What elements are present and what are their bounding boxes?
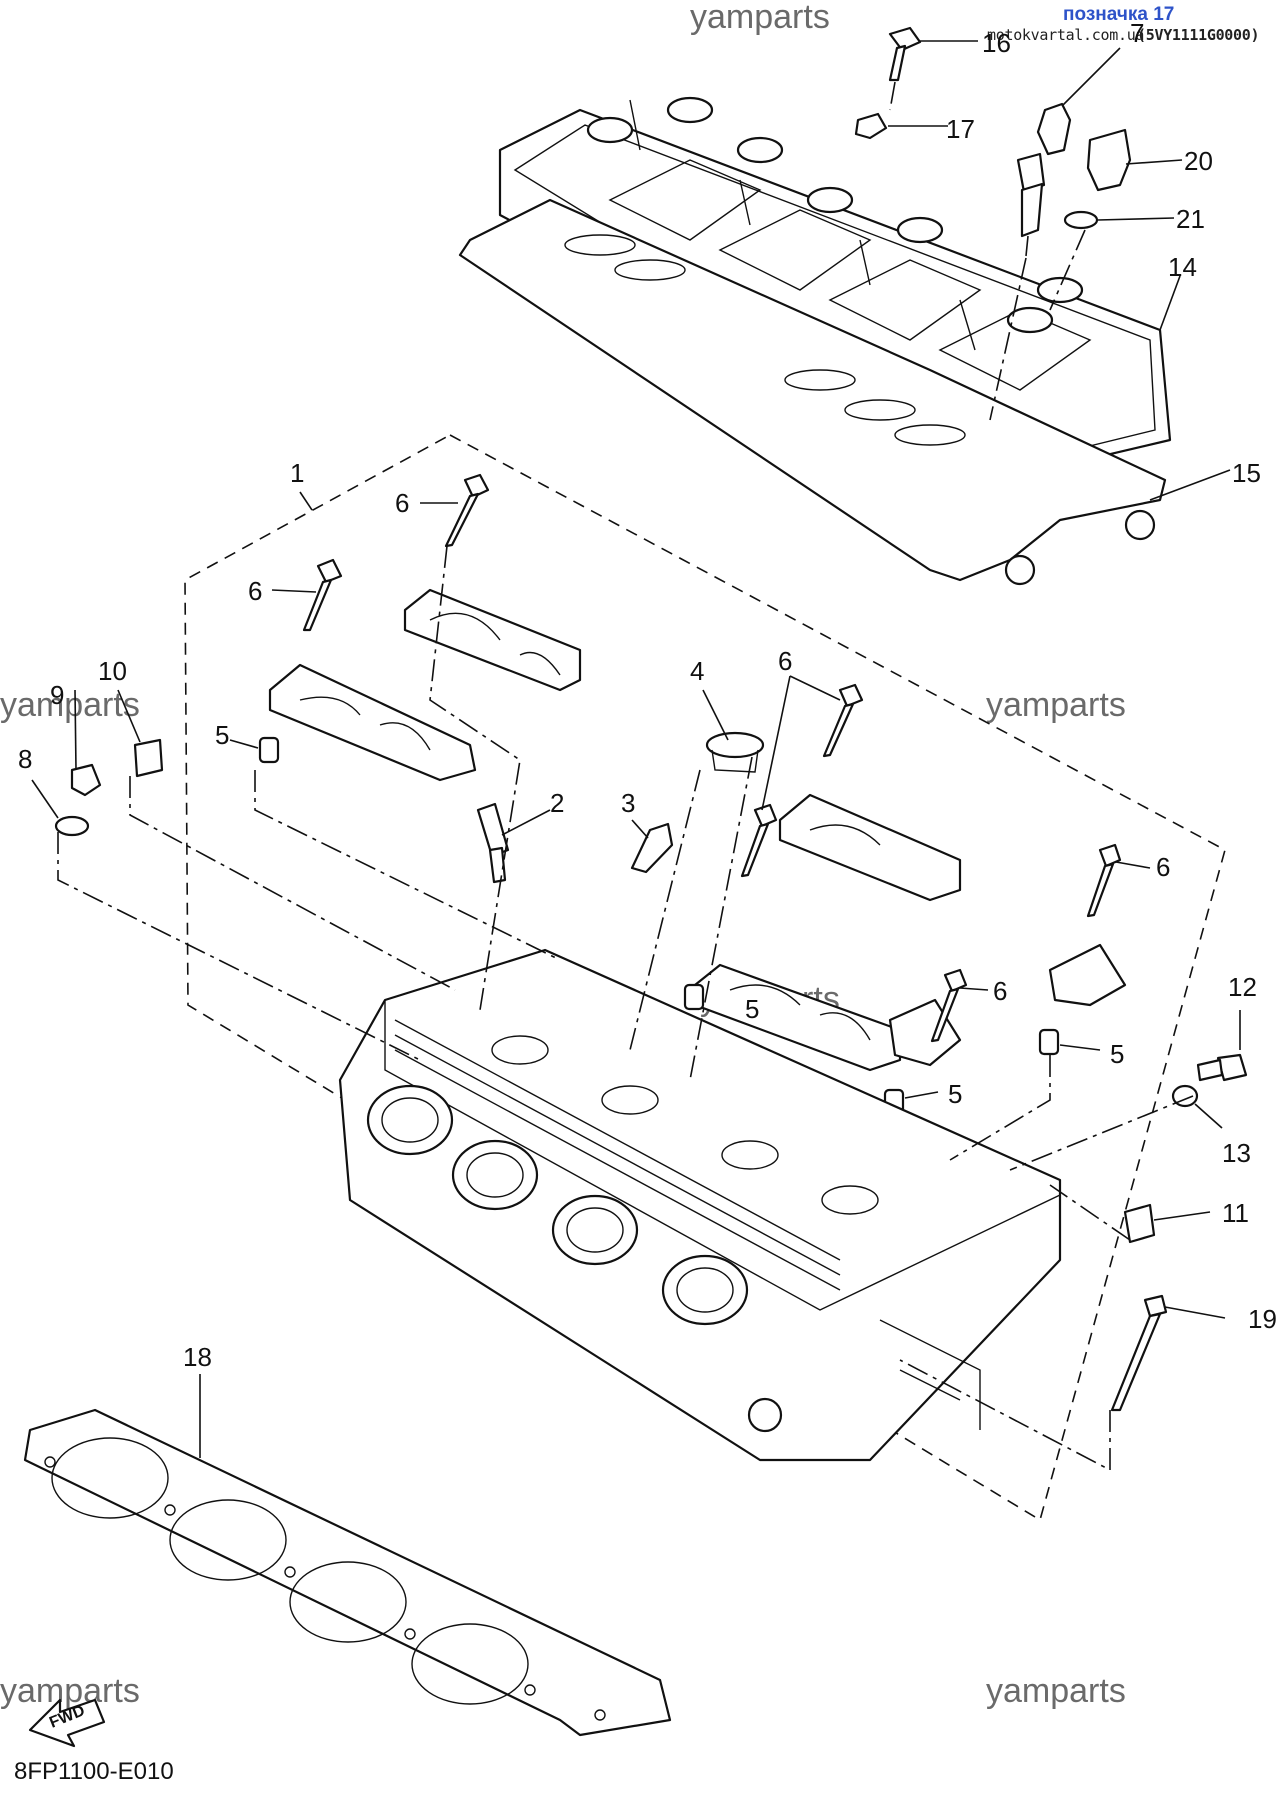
- collar-10: [133, 738, 164, 778]
- collar-11: [1123, 1203, 1156, 1244]
- grommet-17: [854, 112, 888, 140]
- callout-3: 3: [621, 788, 635, 818]
- callout-6b: 6: [248, 576, 262, 606]
- callout-1: 1: [290, 458, 304, 488]
- callout-17: 17: [946, 114, 975, 144]
- callout-labels: 1 2 3 4 5 5 5 5 6 6 6 6 6 7 8 9 10 11 12…: [18, 18, 1277, 1372]
- camshaft-cap-right-upper: [778, 793, 962, 902]
- plug-icon: [1086, 128, 1132, 192]
- source-site: motokvartal.com.ua: [987, 26, 1145, 44]
- washer-8: [54, 815, 90, 837]
- cap-small-b: [1048, 943, 1127, 1007]
- watermark-top: yamparts: [690, 0, 830, 36]
- annotation-note: позначка 17: [1063, 4, 1175, 25]
- watermark-right: yamparts: [986, 686, 1126, 724]
- callout-8: 8: [18, 744, 32, 774]
- cylinder-head: [338, 948, 1062, 1462]
- valve-guide-icon: [476, 802, 674, 884]
- bolt-icon: [302, 473, 1122, 1043]
- callout-6e: 6: [993, 976, 1007, 1006]
- diagram-code: 8FP1100-E010: [14, 1758, 174, 1785]
- callout-19: 19: [1248, 1304, 1277, 1334]
- callout-18: 18: [183, 1342, 212, 1372]
- callout-10: 10: [98, 656, 127, 686]
- o-ring-21: [1063, 210, 1099, 230]
- intake-port-2: [451, 1139, 539, 1211]
- cylinder-head-cover: [498, 96, 1172, 482]
- callout-21: 21: [1176, 204, 1205, 234]
- intake-port-1: [366, 1084, 454, 1156]
- callout-6d: 6: [1156, 852, 1170, 882]
- callout-5c: 5: [1110, 1039, 1124, 1069]
- callout-5b: 5: [745, 994, 759, 1024]
- callout-16: 16: [982, 28, 1011, 58]
- nut-9: [70, 763, 102, 797]
- bolt-16: [888, 26, 922, 82]
- part-number: (5VY1111G0000): [1137, 26, 1260, 44]
- callout-6c: 6: [778, 646, 792, 676]
- watermark-bottom-right: yamparts: [986, 1672, 1126, 1710]
- spark-plug-icon: [1016, 102, 1072, 257]
- camshaft-cap-upper-left: [403, 588, 582, 692]
- callout-15: 15: [1232, 458, 1261, 488]
- watermark-bottom-left: yamparts: [0, 1672, 140, 1710]
- callout-12: 12: [1228, 972, 1257, 1002]
- callout-7: 7: [1130, 18, 1144, 48]
- callout-13: 13: [1222, 1138, 1251, 1168]
- plug-4: [705, 731, 765, 773]
- callout-11: 11: [1222, 1198, 1249, 1228]
- watermark-left: yamparts: [0, 686, 140, 724]
- callout-6a: 6: [395, 488, 409, 518]
- leader-lines: [31, 40, 1241, 1472]
- callout-9: 9: [50, 680, 64, 710]
- head-cover-gasket: [458, 198, 1167, 586]
- callout-5d: 5: [948, 1079, 962, 1109]
- camshaft-cap-left: [268, 663, 477, 782]
- bolt-19: [1110, 1294, 1168, 1412]
- callout-20: 20: [1184, 146, 1213, 176]
- callout-14: 14: [1168, 252, 1197, 282]
- gasket-icon: [23, 1408, 672, 1737]
- callout-4: 4: [690, 656, 704, 686]
- intake-port-4: [661, 1254, 749, 1326]
- intake-port-3: [551, 1194, 639, 1266]
- fwd-arrow-icon: FWD: [28, 1698, 106, 1748]
- callout-2: 2: [550, 788, 564, 818]
- callout-5a: 5: [215, 720, 229, 750]
- bolt-12: [1196, 1053, 1248, 1082]
